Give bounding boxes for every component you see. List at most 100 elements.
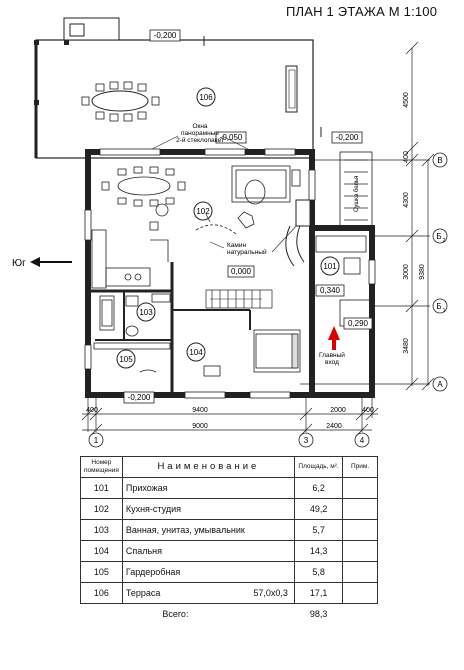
entrance-label: вход	[325, 359, 339, 366]
axis-label: В	[437, 156, 442, 165]
row-area: 14,3	[293, 540, 344, 562]
terrace: 106 -0,200 -0,050 -0,200 Окна панорамные…	[34, 17, 363, 159]
row-name: Кухня-студия	[121, 498, 295, 520]
dimension: 3000	[403, 264, 410, 280]
row-num: 106	[80, 582, 123, 604]
table-row: 104 Спальня 14,3	[80, 540, 378, 562]
dimension: 9380	[419, 264, 426, 280]
room-schedule-table: Номер помещения Наименование Площадь, м²…	[80, 456, 378, 624]
level-mark: -0,200	[128, 393, 151, 402]
row-num: 101	[80, 477, 123, 499]
dimension: 4300	[403, 192, 410, 208]
bathroom	[99, 293, 171, 337]
axis-label: 3	[304, 436, 309, 445]
axis-label: Б	[436, 302, 441, 311]
wardrobe	[93, 342, 171, 373]
row-name: Терраса 57,0х0,3	[121, 582, 295, 604]
floor-plan: 106 -0,200 -0,050 -0,200 Окна панорамные…	[12, 17, 448, 448]
header-note: Прим.	[342, 456, 378, 478]
table-row: 103 Ванная, унитаз, умывальник 5,7	[80, 519, 378, 541]
row-note	[342, 582, 378, 604]
header-name: Наименование	[121, 456, 295, 478]
total-spacer	[343, 604, 378, 625]
axis-label: 1	[94, 436, 99, 445]
total-spacer	[81, 604, 123, 625]
header-num: Номер помещения	[80, 456, 123, 478]
living-area	[195, 165, 301, 235]
row-num: 103	[80, 519, 123, 541]
row-name: Спальня	[121, 540, 295, 562]
row-area: 5,7	[293, 519, 344, 541]
row-area: 6,2	[293, 477, 344, 499]
row-num: 104	[80, 540, 123, 562]
row-name-text: Терраса	[125, 588, 161, 598]
axis-label: Б	[436, 232, 441, 241]
fireplace	[285, 199, 311, 267]
row-area: 49,2	[293, 498, 344, 520]
table-row: 105 Гардеробная 5,8	[80, 561, 378, 583]
level-mark: -0,050	[220, 133, 243, 142]
level-mark: -0,200	[336, 133, 359, 142]
entrance-hall	[315, 151, 373, 327]
axis-label: 1	[443, 308, 446, 314]
row-area: 17,1	[293, 582, 344, 604]
windows-note: 2-й стеклопакет	[176, 136, 224, 144]
south-label: Юг	[12, 258, 26, 269]
row-num: 102	[80, 498, 123, 520]
row-name-text: Прихожая	[125, 483, 168, 493]
total-label: Всего:	[162, 609, 189, 619]
south-arrow-icon	[30, 257, 72, 267]
dimension: 400	[362, 407, 374, 414]
table-total-row: Всего: 98,3	[81, 604, 378, 625]
room-number-102: 102	[196, 207, 210, 216]
dimension: 4500	[403, 92, 410, 108]
row-name: Ванная, унитаз, умывальник	[121, 519, 295, 541]
dimension: 400	[403, 151, 410, 163]
room-number-101: 101	[323, 262, 337, 271]
table-header-row: Номер помещения Наименование Площадь, м²…	[80, 456, 378, 478]
stairs	[205, 289, 273, 309]
room-number-104: 104	[189, 348, 203, 357]
fireplace-note: Камин	[227, 242, 247, 249]
level-mark: 0,000	[231, 267, 252, 276]
windows-note: Окна	[192, 123, 207, 130]
row-note	[342, 498, 378, 520]
bedroom	[203, 329, 301, 377]
dimension: 2000	[330, 407, 346, 414]
room-number-106: 106	[199, 93, 213, 102]
room-number-103: 103	[139, 308, 153, 317]
row-note	[342, 540, 378, 562]
row-note	[342, 477, 378, 499]
row-name: Гардеробная	[121, 561, 295, 583]
axis-label: 4	[360, 436, 365, 445]
plan-title: ПЛАН 1 ЭТАЖА М 1:100	[286, 4, 438, 19]
row-area: 5,8	[293, 561, 344, 583]
row-name-extra: 57,0х0,3	[253, 588, 288, 598]
entrance-label: Главный	[319, 351, 345, 359]
level-mark: -0,200	[154, 31, 177, 40]
table-row: 102 Кухня-студия 49,2	[80, 498, 378, 520]
table-row: 101 Прихожая 6,2	[80, 477, 378, 499]
row-note	[342, 561, 378, 583]
fireplace-note: натуральный	[227, 248, 267, 256]
dimension: 9400	[192, 407, 208, 414]
row-name: Прихожая	[121, 477, 295, 499]
dimension: 400	[86, 407, 98, 414]
windows-note: панорамные	[181, 130, 219, 137]
axis-label: 2	[443, 238, 446, 244]
dimension: 9000	[192, 423, 208, 430]
header-area: Площадь, м².	[293, 456, 344, 478]
total-value: 98,3	[309, 609, 328, 619]
axis-label: А	[437, 380, 443, 389]
level-mark: 0,340	[320, 286, 341, 295]
kitchen	[91, 166, 186, 289]
drying-label: Сушка белья	[354, 176, 360, 212]
row-note	[342, 519, 378, 541]
table-row: 106 Терраса 57,0х0,3 17,1	[80, 582, 378, 604]
level-mark: 0,290	[348, 319, 369, 328]
row-num: 105	[80, 561, 123, 583]
dimension: 3480	[403, 338, 410, 354]
dimension: 2400	[326, 423, 342, 430]
room-number-105: 105	[119, 355, 133, 364]
entrance-arrow-icon	[328, 326, 340, 340]
